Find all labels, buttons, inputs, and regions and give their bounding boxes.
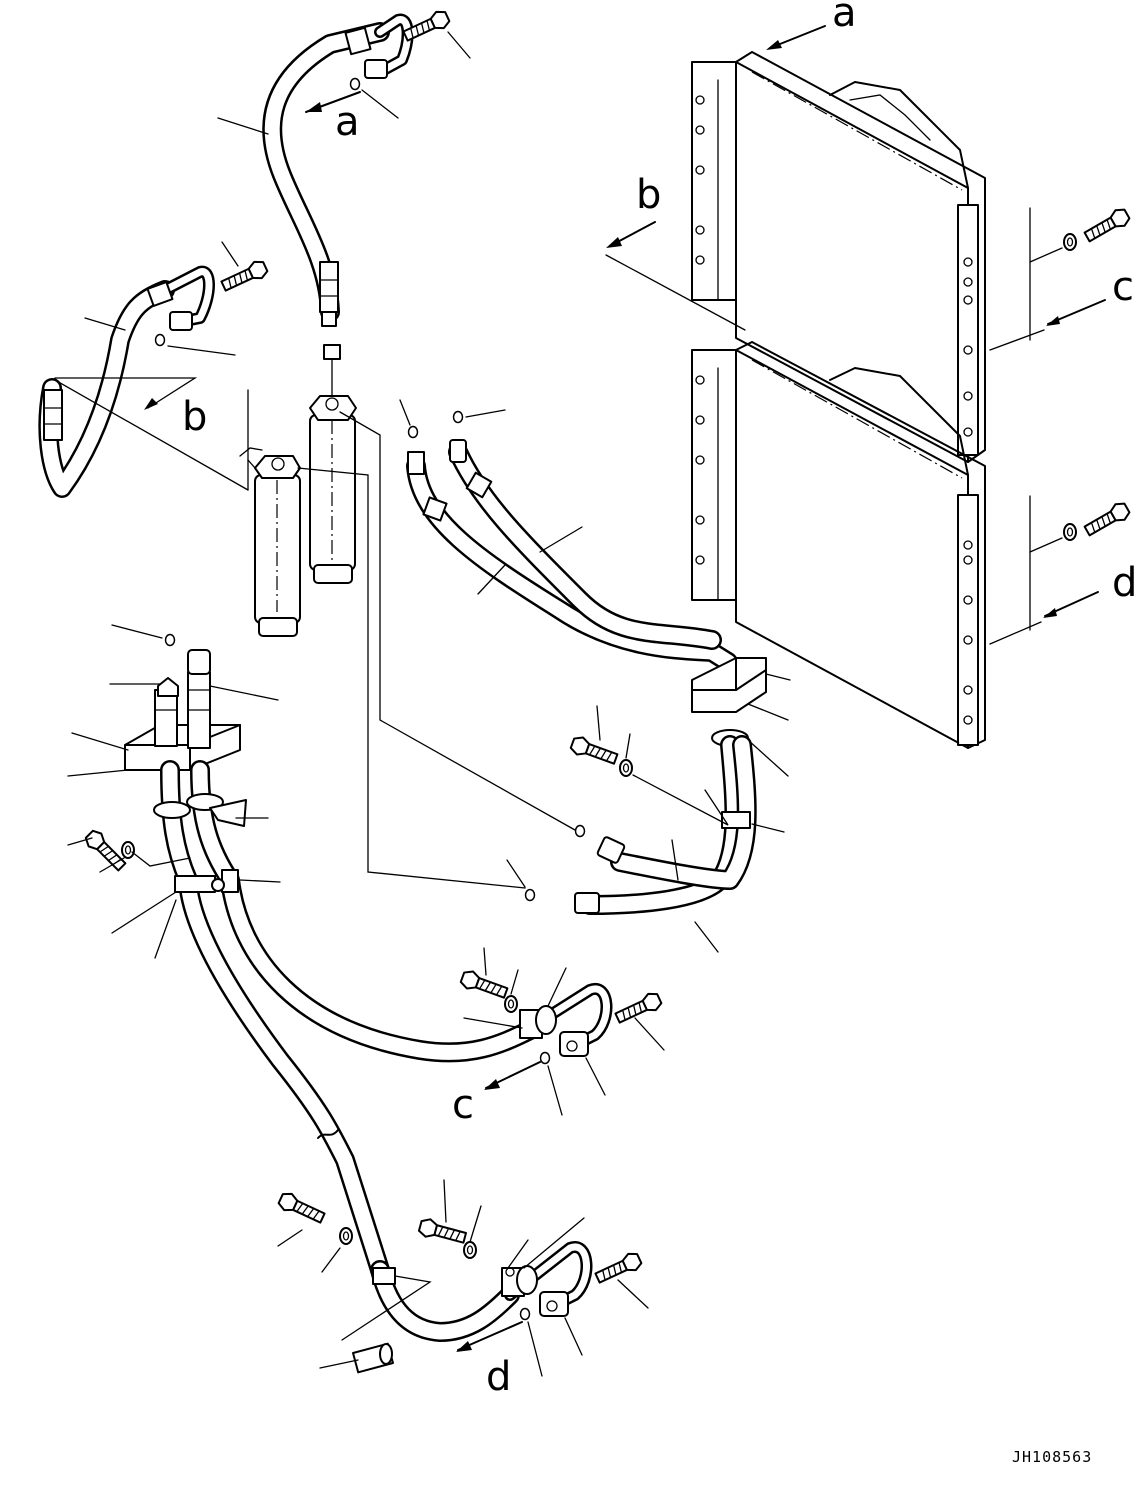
receiver-drier-front (239, 447, 301, 637)
label-c-bottom: c (452, 1082, 474, 1128)
label-b-top: b (636, 172, 661, 218)
hose-upper-a (262, 13, 414, 327)
hose-block-left (124, 649, 241, 771)
receiver-drier-rear (309, 344, 357, 584)
hose-middle-pair (406, 439, 738, 672)
label-d-bottom: d (486, 1354, 511, 1400)
bolt-icon (458, 967, 510, 1003)
washer-icon (504, 995, 518, 1013)
hose-left-b (38, 265, 215, 498)
bracket-c (519, 983, 613, 1057)
condenser-upper (691, 51, 986, 463)
drawing-code: JH108563 (1012, 1448, 1092, 1466)
bolt-icon (416, 1216, 469, 1248)
washer-icon (121, 841, 135, 859)
spacer-icon (352, 1342, 394, 1374)
condenser-bolt-lower (1029, 495, 1133, 631)
bolt-icon (275, 1189, 328, 1228)
o-ring-icon (539, 1051, 551, 1065)
o-ring-icon (154, 333, 166, 347)
washer-icon (463, 1241, 477, 1259)
condenser-bolt-upper (1029, 205, 1133, 341)
bolt-icon (218, 257, 271, 296)
label-a-hose: a (335, 99, 360, 145)
washer-icon (619, 759, 633, 777)
label-d-right: d (1112, 560, 1137, 606)
label-a-top: a (832, 0, 857, 36)
o-ring-icon (574, 824, 586, 838)
bracket-d (501, 1241, 593, 1317)
bolt-icon (568, 733, 620, 769)
hoses-left-main (153, 760, 540, 1342)
washer-icon (339, 1227, 353, 1245)
o-ring-icon (524, 888, 536, 902)
label-c-right: c (1112, 264, 1134, 310)
o-ring-icon (452, 410, 464, 424)
condenser-lower (691, 341, 986, 749)
hose-right-down (574, 735, 785, 953)
o-ring-icon (164, 633, 176, 647)
o-ring-icon (349, 77, 361, 91)
o-ring-icon (407, 425, 419, 439)
label-b-left: b (182, 394, 207, 440)
o-ring-icon (519, 1307, 531, 1321)
